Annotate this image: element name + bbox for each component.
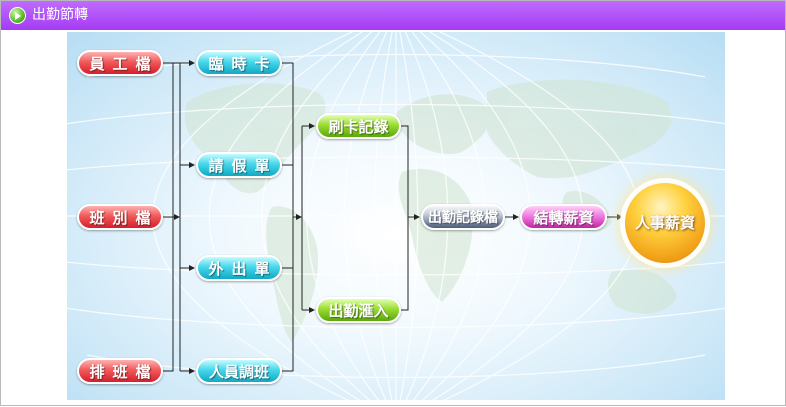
play-arrow-icon <box>9 7 26 24</box>
employee-file-node[interactable]: 員工檔 <box>77 50 163 76</box>
title-bar: 出勤節轉 <box>1 1 785 30</box>
attendance-import-node[interactable]: 出勤滙入 <box>316 297 401 323</box>
card-record-node[interactable]: 刷卡記錄 <box>316 113 401 139</box>
class-file-node[interactable]: 班別檔 <box>77 204 163 230</box>
attendance-record-file-node[interactable]: 出勤記錄檔 <box>421 204 505 230</box>
out-form-node[interactable]: 外出單 <box>196 255 282 281</box>
temp-card-node[interactable]: 臨時卡 <box>196 50 282 76</box>
map-graticule <box>67 32 725 400</box>
schedule-file-node[interactable]: 排班檔 <box>77 358 163 384</box>
staff-transfer-node[interactable]: 人員調班 <box>196 358 282 384</box>
transfer-salary-node[interactable]: 結轉薪資 <box>520 204 607 230</box>
hr-salary-node[interactable]: 人事薪資 <box>625 183 705 263</box>
leave-form-node[interactable]: 請假單 <box>196 152 282 178</box>
page-title: 出勤節轉 <box>32 7 88 23</box>
